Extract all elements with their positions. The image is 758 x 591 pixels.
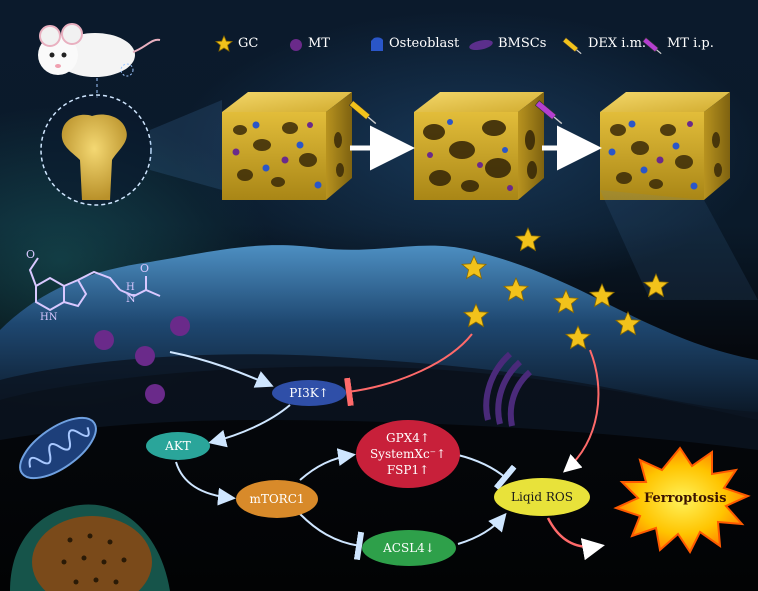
- node-lipid-ros: Liqid ROS: [494, 478, 590, 516]
- ferroptosis-label: Ferroptosis: [644, 491, 727, 506]
- dex-syringe-icon: [348, 100, 377, 125]
- legend-mt-label: MT: [308, 36, 330, 51]
- node-gpx4-group: GPX4↑ SystemXc⁻↑ FSP1↑: [356, 420, 460, 488]
- zoom-beam-2: [600, 190, 758, 300]
- melatonin-molecule: [28, 257, 161, 312]
- legend-osteoblast-icon: [371, 37, 383, 51]
- arrow-ros-to-ferroptosis: [546, 517, 605, 561]
- legend-osteoblast-label: Osteoblast: [389, 36, 460, 51]
- mt-molecule-3: [135, 346, 155, 366]
- node-gpx4-line-1: GPX4↑: [386, 431, 430, 445]
- femur-bone: [61, 114, 127, 200]
- bone-surface-dark: [0, 354, 758, 450]
- molecule-atom-h: H: [126, 282, 135, 293]
- arrow-acsl4-to-ros: [457, 512, 507, 545]
- legend-gc-icon: [214, 35, 234, 52]
- molecule-atom-n-1: N: [126, 292, 136, 305]
- inhibit-mtorc1-to-acsl4: [299, 513, 365, 561]
- bone-surface: [0, 245, 758, 420]
- molecule-atom-o-2: O: [140, 262, 150, 275]
- mitochondrion-illustration: [19, 416, 97, 480]
- scaffold-cube-1: [222, 92, 352, 200]
- legend-dex-label: DEX i.m.: [588, 36, 647, 51]
- node-gpx4-line-3: FSP1↑: [386, 463, 430, 477]
- mt-molecule-1: [170, 316, 190, 336]
- legend-bmscs-icon: [469, 39, 493, 51]
- node-acsl4: ACSL4↓: [362, 530, 456, 566]
- legend-dex-syringe-icon: [562, 37, 582, 55]
- arrow-mt-to-pi3k: [169, 351, 274, 388]
- node-pi3k: PI3K↑: [272, 380, 346, 406]
- legend-mt-ip-label: MT i.p.: [667, 36, 714, 51]
- zoom-beam-1: [150, 100, 222, 190]
- legend-mt-syringe-icon: [642, 37, 662, 55]
- ferroptosis-burst: [613, 446, 751, 554]
- gc-particles: [460, 226, 670, 350]
- cell-nucleus-illustration: [10, 504, 170, 591]
- inhibit-gpx4-to-ros: [457, 454, 517, 491]
- mt-syringe-icon: [534, 100, 563, 125]
- scaffold-cube-3: [600, 92, 730, 200]
- legend-gc-label: GC: [238, 36, 259, 51]
- molecule-atom-o-1: O: [26, 248, 36, 261]
- node-gpx4-line-2: SystemXc⁻↑: [369, 447, 447, 461]
- arrow-mtorc1-to-gpx4: [299, 448, 356, 481]
- arrow-pi3k-to-akt: [208, 404, 291, 448]
- molecule-atom-hn: HN: [40, 312, 58, 323]
- scaffold-cube-2: [414, 92, 544, 200]
- mouse-illustration: [38, 23, 161, 77]
- mouse-leg-marker: [120, 63, 134, 77]
- legend-mt-icon: [290, 39, 302, 51]
- legend-bmscs-label: BMSCs: [498, 36, 547, 51]
- inhibit-gc-to-pi3k: [344, 333, 473, 407]
- arrow-gc-to-ros: [563, 349, 600, 473]
- node-akt: AKT: [146, 432, 210, 460]
- mt-molecule-2: [94, 330, 114, 350]
- mt-molecule-4: [145, 384, 165, 404]
- golgi-illustration: [483, 351, 533, 427]
- arrow-akt-to-mtorc1: [175, 461, 236, 506]
- node-mtorc1: mTORC1: [236, 480, 318, 518]
